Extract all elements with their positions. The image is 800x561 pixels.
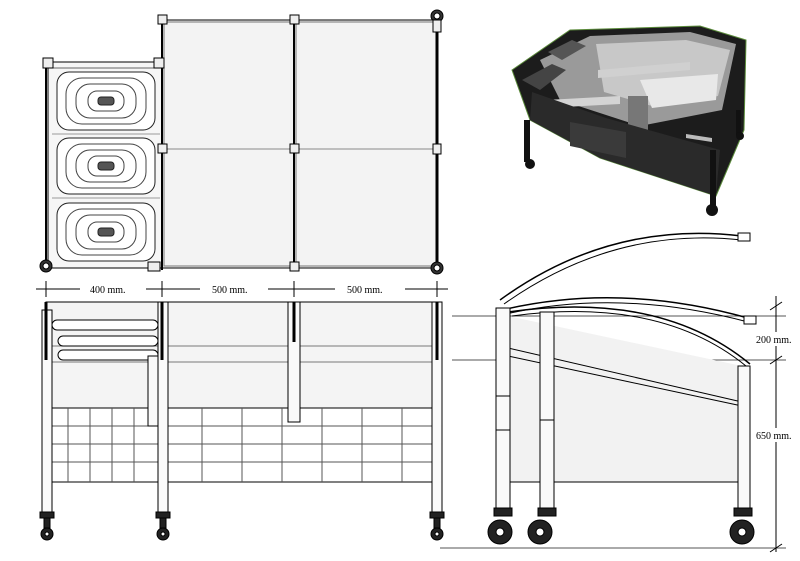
- dimension-label-500-right: 500 mm.: [347, 285, 383, 296]
- basket-3: [56, 202, 156, 262]
- side-caster-3: [729, 507, 755, 545]
- front-caster-middle: [155, 511, 171, 541]
- dimension-label-200: 200 mm.: [756, 335, 792, 346]
- front-caster-left: [39, 511, 55, 541]
- front-caster-right: [429, 511, 445, 541]
- top-plan-view: [39, 9, 444, 275]
- trolley-3d-render: [511, 25, 747, 216]
- front-elevation-view: [39, 301, 445, 541]
- side-elevation-view: [440, 232, 798, 553]
- side-caster-2: [527, 507, 557, 545]
- dimension-label-400: 400 mm.: [90, 285, 126, 296]
- dimension-label-650: 650 mm.: [756, 431, 792, 442]
- width-dimension-line: [36, 281, 448, 297]
- basket-1: [56, 71, 156, 131]
- dimension-label-500-mid: 500 mm.: [212, 285, 248, 296]
- basket-2: [56, 137, 156, 195]
- side-caster-1: [487, 507, 513, 545]
